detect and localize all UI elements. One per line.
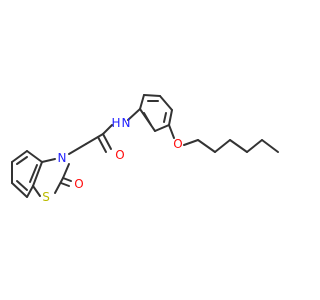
background [0, 0, 300, 300]
bond-ph-ether [168, 124, 175, 139]
amide-hydrogen-label: H [111, 116, 120, 130]
bond-hex-1 [197, 139, 216, 153]
bond-carbonyl-ch2 [85, 133, 104, 145]
bond-bz-5 [26, 185, 34, 198]
bond-ringn-c3a [41, 158, 56, 163]
ring-sulfur-label: S [42, 190, 50, 204]
bond-bz-4 [11, 182, 28, 198]
bond-hex-4 [246, 139, 263, 153]
bond-c2-s [54, 177, 64, 194]
bond-carbonyl-o-2 [97, 136, 107, 153]
bond-ringn-c2 [62, 163, 70, 179]
bond-ph-4 [168, 109, 173, 126]
bond-n-carbonyl [102, 124, 113, 135]
bond-ph-2 [143, 94, 161, 97]
structure-drawing: N H O N O S O [0, 0, 300, 300]
bond-ph-inner-3 [143, 112, 152, 126]
bond-ph-5 [154, 124, 170, 132]
bond-ph-1 [139, 94, 145, 110]
bond-bz-inner-1 [16, 156, 28, 165]
bond-c2-o-1 [62, 177, 72, 182]
molecule-diagram: N H O N O S O [0, 0, 300, 300]
amide-nitrogen-label: N [122, 116, 131, 130]
amide-oxygen-label: O [115, 148, 124, 162]
bond-ether-c1 [183, 139, 199, 146]
bond-bz-inner-2 [16, 180, 28, 191]
bond-ph-3 [159, 95, 173, 111]
bond-c3a-c7a [32, 161, 43, 187]
bond-ph-inner-2 [163, 112, 167, 123]
bond-c2-o-2 [60, 182, 70, 187]
bond-bz-1 [26, 150, 43, 163]
bond-s-c7a [32, 185, 41, 197]
bond-hex-2 [214, 139, 231, 153]
ring-nitrogen-label: N [58, 151, 67, 165]
bond-layer [11, 94, 279, 198]
bond-ch2-ringn [68, 143, 87, 155]
bond-hex-3 [229, 139, 248, 153]
bond-bz-inner-3 [29, 164, 38, 183]
bond-bz-2 [11, 150, 28, 163]
ring-oxygen-label: O [74, 177, 83, 191]
bond-n-phenyl [127, 108, 141, 121]
ether-oxygen-label: O [173, 137, 182, 151]
bond-hex-5 [261, 139, 279, 153]
atom-label-layer: N H O N O S O [42, 116, 183, 204]
bond-carbonyl-o-1 [102, 133, 112, 150]
